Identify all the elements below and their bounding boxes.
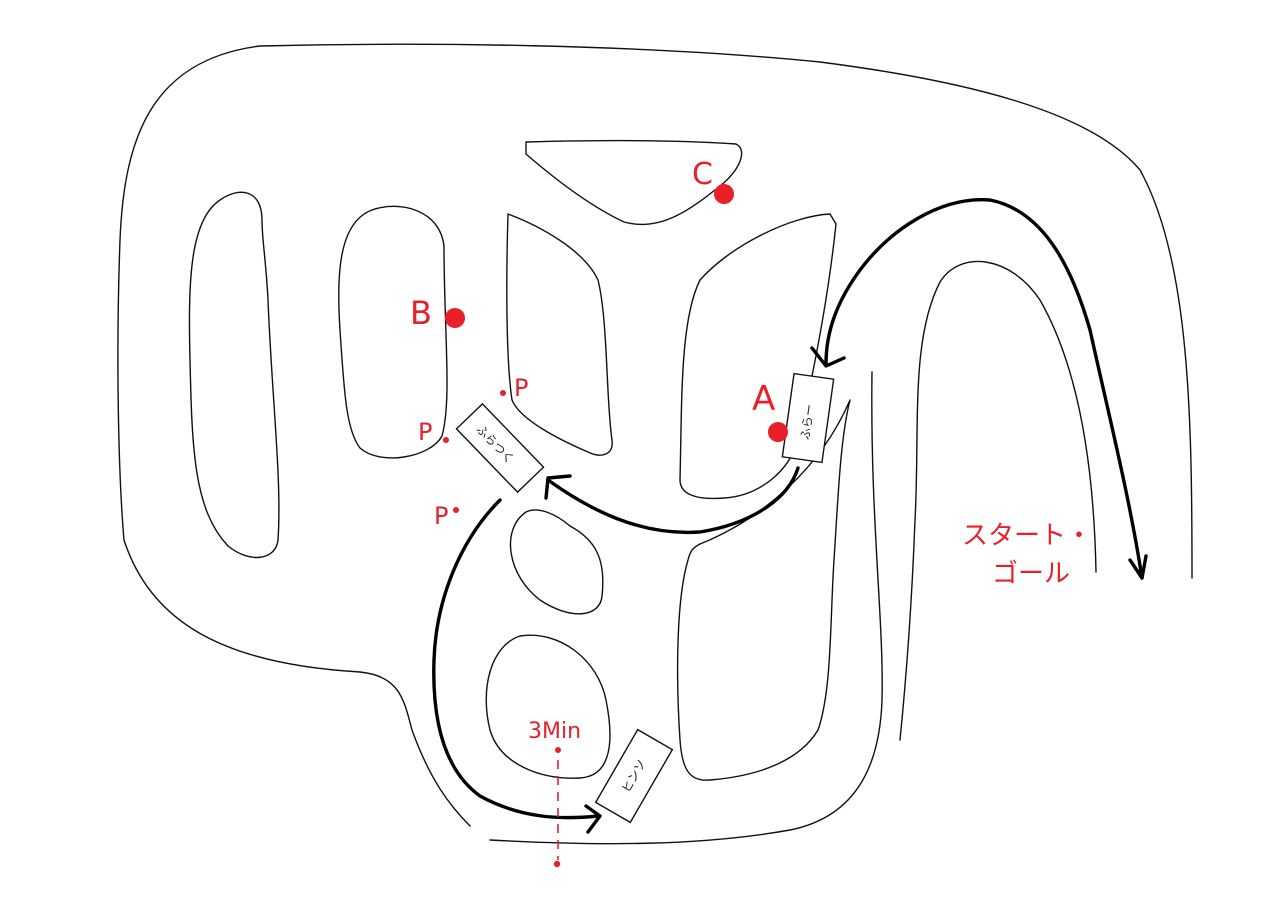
route-arrowhead-middle	[544, 474, 572, 500]
start-goal-line1: スタート・	[962, 521, 1092, 551]
marker-a	[768, 422, 788, 442]
marker-c	[714, 184, 734, 204]
island-small-oval	[509, 509, 604, 615]
time-marker-label: 3Min	[528, 719, 581, 744]
marker-b	[445, 308, 465, 328]
island-lower-right	[676, 399, 851, 781]
gate-box-1: ふらー	[781, 372, 835, 464]
parking-label-2: P	[418, 418, 432, 446]
route-arrow-middle	[546, 466, 800, 535]
time-marker-dot-top	[555, 747, 561, 753]
island-center	[506, 213, 613, 456]
island-lower-oval	[485, 634, 611, 779]
route-arrowhead-start	[810, 346, 846, 368]
label-a: A	[752, 379, 775, 419]
bottom-track-boundary	[489, 371, 883, 845]
start-goal-line2: ゴール	[992, 559, 1070, 589]
outer-track-boundary	[117, 43, 1193, 827]
parking-label-3: P	[434, 502, 448, 530]
route-arrowhead-lower	[584, 804, 602, 834]
island-b	[338, 205, 448, 459]
gate-box-3: ヒンソ	[594, 728, 674, 824]
parking-dot-1	[500, 390, 506, 396]
time-marker-dot-bottom	[553, 860, 561, 868]
parking-label-1: P	[514, 374, 528, 402]
island-left	[188, 191, 280, 559]
route-arrow-start	[824, 198, 1144, 580]
inner-right-boundary	[899, 260, 1097, 741]
route-arrowhead-start-end	[1128, 554, 1148, 580]
route-arrow-lower	[432, 498, 600, 820]
gate-box-2: ふらつく	[455, 402, 545, 494]
label-b: B	[410, 294, 432, 332]
parking-dot-3	[453, 507, 459, 513]
label-c: C	[692, 157, 713, 192]
gate-label-1: ふらー	[798, 403, 817, 441]
parking-dot-2	[443, 437, 449, 443]
